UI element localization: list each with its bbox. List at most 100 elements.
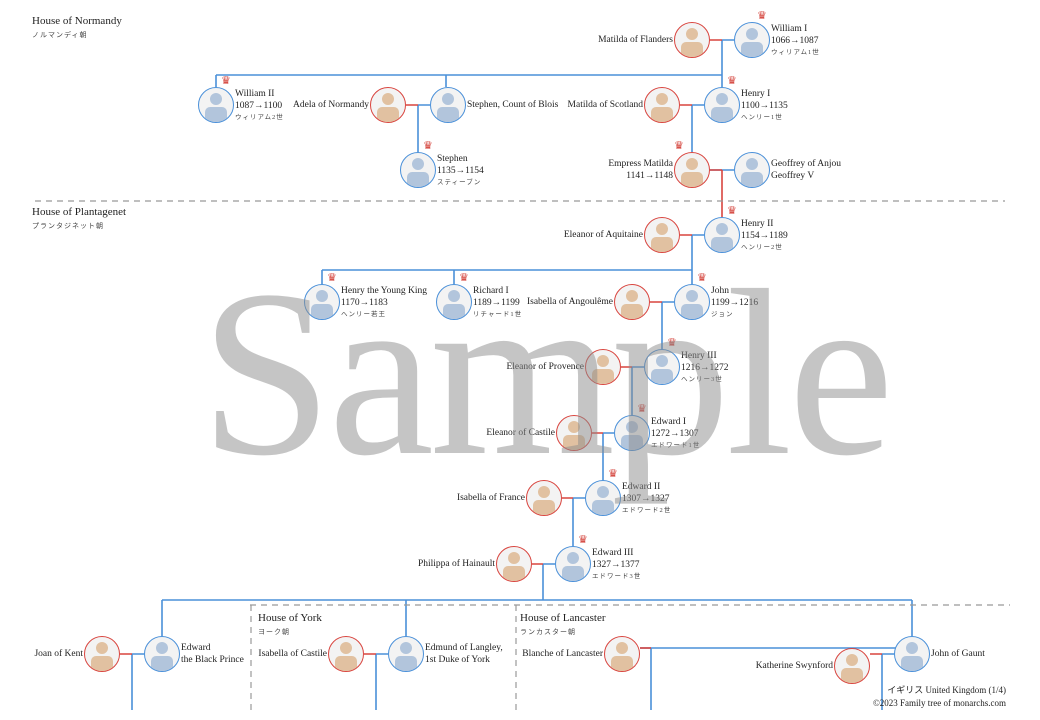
person-label: Adela of Normandy (293, 99, 369, 111)
person-body-icon (407, 172, 429, 187)
person-head-icon (316, 290, 328, 302)
person-avatar[interactable] (84, 636, 120, 672)
house-name-jp: ランカスター朝 (520, 628, 576, 636)
house-name: House of Normandy (32, 15, 122, 27)
person-body-icon (592, 500, 614, 515)
person-jp: ジョン (711, 311, 734, 318)
person-head-icon (508, 552, 520, 564)
person-body-icon (563, 435, 585, 450)
person-avatar[interactable] (144, 636, 180, 672)
person-name: Geoffrey of Anjou (771, 159, 842, 169)
person-head-icon (716, 93, 728, 105)
person-head-icon (442, 93, 454, 105)
person-body-icon (205, 107, 227, 122)
person-avatar[interactable] (496, 546, 532, 582)
person-avatar[interactable] (400, 152, 436, 188)
person-name: Matilda of Flanders (598, 35, 673, 45)
person-jp: ウィリアム1世 (771, 49, 820, 56)
person-name: Isabella of France (456, 493, 525, 503)
person-head-icon (382, 93, 394, 105)
person-avatar[interactable] (304, 284, 340, 320)
person-avatar[interactable] (585, 480, 621, 516)
crown-icon: ♛ (578, 534, 588, 546)
person-head-icon (616, 642, 628, 654)
person-avatar[interactable] (704, 87, 740, 123)
person-body-icon (681, 304, 703, 319)
person-name: Richard I (473, 286, 509, 296)
house-plantagenet: House of Plantagenet プランタジネット朝 (32, 206, 126, 231)
person-body-icon (503, 566, 525, 581)
person-label: Edmund of Langley,1st Duke of York (425, 642, 503, 666)
person-avatar[interactable] (704, 217, 740, 253)
person-dates: 1170→1183 (341, 298, 388, 308)
person-avatar[interactable] (198, 87, 234, 123)
crown-icon: ♛ (667, 337, 677, 349)
person-avatar[interactable] (555, 546, 591, 582)
person-name: Joan of Kent (34, 649, 83, 659)
person-avatar[interactable] (430, 87, 466, 123)
person-head-icon (656, 223, 668, 235)
person-avatar[interactable] (834, 648, 870, 684)
person-avatar[interactable] (614, 284, 650, 320)
person-avatar[interactable] (644, 349, 680, 385)
house-name-jp: ヨーク朝 (258, 628, 290, 636)
person-avatar[interactable] (328, 636, 364, 672)
person-avatar[interactable] (674, 152, 710, 188)
person-name: Stephen (437, 154, 468, 164)
person-head-icon (626, 290, 638, 302)
person-name: Henry I (741, 89, 771, 99)
house-york: House of York ヨーク朝 (258, 612, 322, 637)
person-avatar[interactable] (370, 87, 406, 123)
person-avatar[interactable] (585, 349, 621, 385)
person-avatar[interactable] (734, 152, 770, 188)
person-avatar[interactable] (734, 22, 770, 58)
person-head-icon (538, 486, 550, 498)
person-name: Eleanor of Provence (506, 362, 584, 372)
crown-icon: ♛ (459, 272, 469, 284)
crown-icon: ♛ (608, 468, 618, 480)
house-name: House of Plantagenet (32, 206, 127, 218)
person-head-icon (656, 93, 668, 105)
crown-icon: ♛ (727, 75, 737, 87)
person-avatar[interactable] (674, 22, 710, 58)
person-body-icon (533, 500, 555, 515)
person-avatar[interactable] (436, 284, 472, 320)
house-name-jp: ノルマンディ朝 (32, 31, 88, 39)
person-head-icon (597, 355, 609, 367)
crown-icon: ♛ (423, 140, 433, 152)
person-avatar[interactable] (526, 480, 562, 516)
person-name: Henry III (681, 351, 717, 361)
person-jp: ヘンリー2世 (741, 244, 783, 251)
person-avatar[interactable] (644, 87, 680, 123)
person-avatar[interactable] (894, 636, 930, 672)
person-name: Henry the Young King (341, 286, 428, 296)
person-avatar[interactable] (644, 217, 680, 253)
person-avatar[interactable] (614, 415, 650, 451)
person-body-icon (681, 42, 703, 57)
person-head-icon (656, 355, 668, 367)
person-head-icon (686, 158, 698, 170)
crown-icon: ♛ (674, 140, 684, 152)
person-head-icon (96, 642, 108, 654)
person-avatar[interactable] (674, 284, 710, 320)
person-label: Katherine Swynford (756, 660, 833, 672)
crown-icon: ♛ (637, 403, 647, 415)
person-dates: the Black Prince (181, 655, 244, 665)
person-avatar[interactable] (556, 415, 592, 451)
person-avatar[interactable] (388, 636, 424, 672)
person-avatar[interactable] (604, 636, 640, 672)
person-name: Edward II (622, 482, 661, 492)
person-head-icon (448, 290, 460, 302)
house-lancaster: House of Lancaster ランカスター朝 (520, 612, 606, 637)
person-label: Eleanor of Castile (486, 427, 555, 439)
person-body-icon (562, 566, 584, 581)
person-head-icon (400, 642, 412, 654)
person-body-icon (395, 656, 417, 671)
crown-icon: ♛ (697, 272, 707, 284)
house-normandy: House of Normandy ノルマンディ朝 (32, 15, 122, 40)
crown-icon: ♛ (727, 205, 737, 217)
